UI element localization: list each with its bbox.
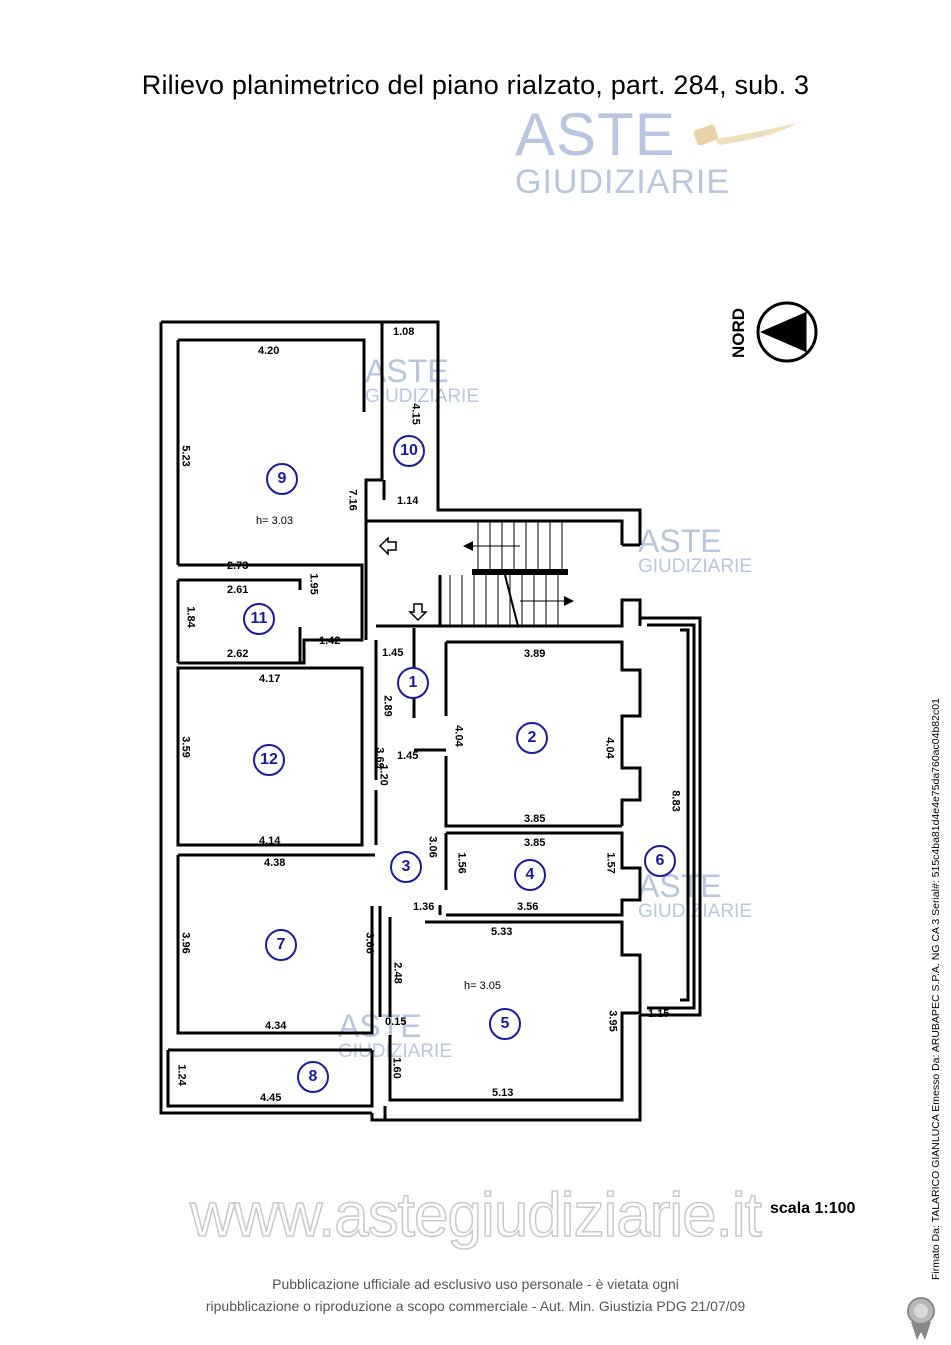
dim-label: 2.62 xyxy=(227,648,249,660)
dim-label: 5.23 xyxy=(179,445,192,467)
dim-label: 3.85 xyxy=(524,837,546,849)
dim-label: 3.66 xyxy=(363,932,376,954)
dim-label: 5.13 xyxy=(492,1087,514,1099)
dim-label: 2.48 xyxy=(391,962,404,984)
dim-label: 1.95 xyxy=(307,573,320,595)
watermark-line1: ASTE xyxy=(515,101,676,168)
seal-icon xyxy=(907,1297,935,1340)
height-room5: h= 3.05 xyxy=(464,980,502,992)
dim-label: 1.60 xyxy=(390,1057,403,1079)
room-marker-10: 10 xyxy=(393,435,425,467)
room-marker-3: 3 xyxy=(390,851,422,883)
dim-label: 3.06 xyxy=(426,836,439,858)
dim-label: 1.08 xyxy=(393,326,415,338)
dim-label: 1.15 xyxy=(648,1008,670,1020)
dim-label: 4.20 xyxy=(258,345,280,357)
dim-label: 3.95 xyxy=(606,1010,619,1032)
scale-label: scala 1:100 xyxy=(770,1200,856,1217)
north-label: NORD xyxy=(729,307,749,359)
room-marker-2: 2 xyxy=(516,722,548,754)
watermark-small-2: ASTE GIUDIZIARIE xyxy=(638,525,752,576)
room-marker-7: 7 xyxy=(265,929,297,961)
dim-label: 3.89 xyxy=(524,648,546,660)
gavel-icon xyxy=(693,123,797,146)
dim-label: 1.56 xyxy=(455,852,468,874)
watermark-small-2-line2: GIUDIZIARIE xyxy=(638,556,753,577)
dim-label: 3.59 xyxy=(179,736,192,758)
dim-label: 0.15 xyxy=(385,1016,407,1028)
footer-line1: Pubblicazione ufficiale ad esclusivo uso… xyxy=(272,1276,679,1292)
room-marker-4: 4 xyxy=(514,859,546,891)
dim-label: 1.14 xyxy=(397,495,419,507)
dim-label: 8.83 xyxy=(669,790,682,812)
digital-signature: Firmato Da: TALARICO GIANLUCA Emesso Da:… xyxy=(930,698,942,1280)
dim-label: 1.84 xyxy=(184,606,197,628)
watermark-line2: GIUDIZIARIE xyxy=(515,163,731,201)
watermark-small-1-line1: ASTE xyxy=(365,353,449,389)
dim-label: 1.42 xyxy=(319,635,341,647)
room-marker-11: 11 xyxy=(243,603,275,635)
watermark-small-1: ASTE GIUDIZIARIE xyxy=(365,355,479,406)
watermark-small-4-line2: GIUDIZIARIE xyxy=(338,1041,453,1062)
room-marker-5: 5 xyxy=(489,1008,521,1040)
dim-label: 2.73 xyxy=(227,560,249,572)
dim-label: 1.36 xyxy=(413,901,435,913)
dim-label: 2.89 xyxy=(381,695,394,717)
dim-label: 4.38 xyxy=(264,857,286,869)
watermark-small-2-line1: ASTE xyxy=(638,523,722,559)
dim-label: 4.45 xyxy=(260,1092,282,1104)
dim-label: 3.85 xyxy=(524,813,546,825)
dim-label: 7.16 xyxy=(346,489,359,511)
page-title: Rilievo planimetrico del piano rialzato,… xyxy=(141,70,810,100)
dim-label: 1.45 xyxy=(382,647,404,659)
dim-label: 3.96 xyxy=(179,932,192,954)
watermark-small-1-line2: GIUDIZIARIE xyxy=(365,386,480,407)
dim-label: 3.56 xyxy=(517,901,539,913)
dim-label: 4.14 xyxy=(259,835,281,847)
watermark-logo: ASTE GIUDIZIARIE xyxy=(515,101,731,201)
room-marker-6: 6 xyxy=(644,845,676,877)
dim-label: 4.04 xyxy=(452,725,465,747)
dim-label: 1.57 xyxy=(604,852,617,874)
website-watermark: www.astegiudiziarie.it xyxy=(189,1180,762,1251)
dim-label: 1.45 xyxy=(397,750,419,762)
dim-label: 2.61 xyxy=(227,584,249,596)
dim-label: 4.04 xyxy=(603,737,616,759)
room-marker-8: 8 xyxy=(297,1061,329,1093)
dim-label: 4.15 xyxy=(409,403,422,425)
height-room9: h= 3.03 xyxy=(256,515,294,527)
dim-label: 5.33 xyxy=(491,926,513,938)
dim-label: 1.20 xyxy=(377,764,390,786)
dim-label: 4.17 xyxy=(259,673,281,685)
dim-label: 4.34 xyxy=(265,1020,287,1032)
footer-line2: ripubblicazione o riproduzione a scopo c… xyxy=(205,1298,746,1314)
room-marker-1: 1 xyxy=(397,667,429,699)
room-marker-12: 12 xyxy=(253,744,285,776)
dim-label: 1.24 xyxy=(175,1064,188,1086)
room-marker-9: 9 xyxy=(266,463,298,495)
